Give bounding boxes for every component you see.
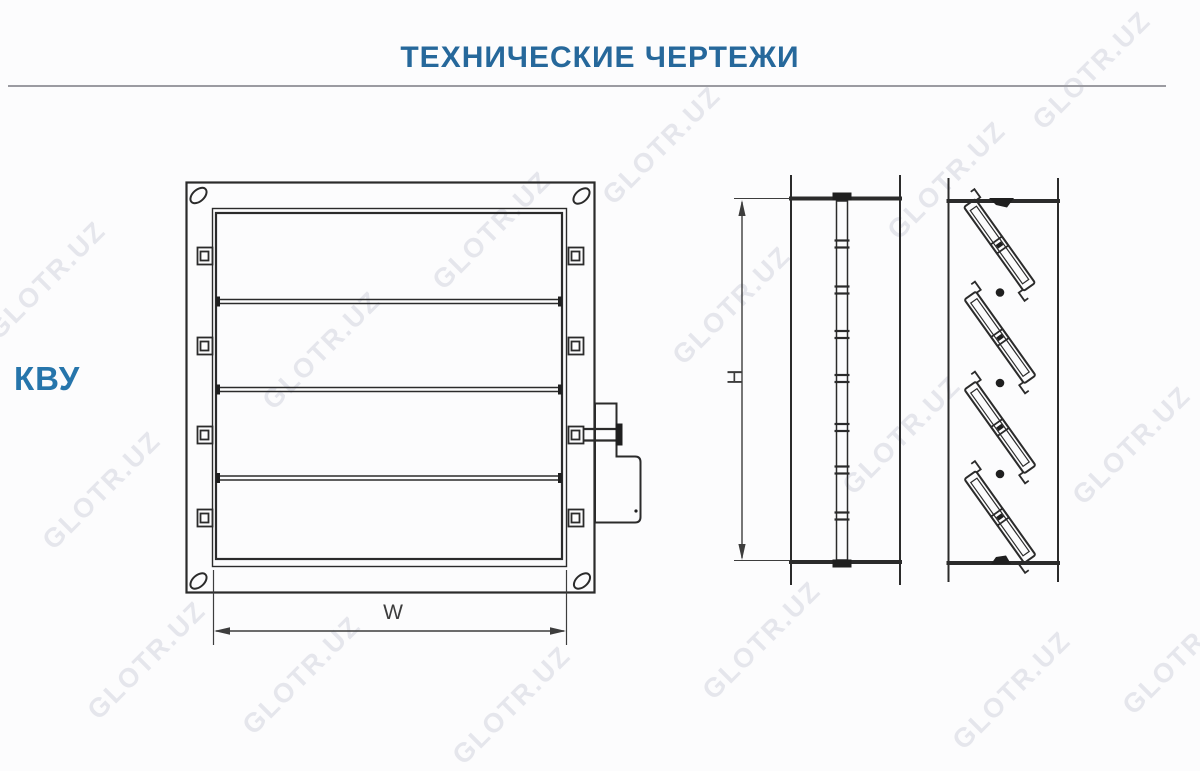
top-blade-stop	[989, 198, 1014, 208]
blade-hinge-marks	[834, 239, 850, 521]
pivot-dot	[995, 378, 1005, 388]
page-title: ТЕХНИЧЕСКИЕ ЧЕРТЕЖИ	[400, 41, 800, 74]
front-view-drawing	[185, 181, 642, 645]
open-louver-blade	[964, 459, 1036, 575]
shaft-cap	[615, 423, 623, 446]
height-dimension	[734, 198, 790, 561]
bottom-blade-stop	[991, 555, 1011, 564]
width-dimension	[212, 570, 568, 645]
front-blade-panel	[214, 211, 564, 561]
product-code-label: КВУ	[14, 360, 81, 397]
open-louver-blade	[964, 370, 1036, 485]
side-view-open-drawing	[946, 178, 1060, 582]
closed-blade-stack	[835, 200, 849, 561]
bottom-pivot-boss	[832, 559, 852, 568]
actuator-bracket	[567, 402, 642, 524]
open-louver-blade	[964, 280, 1036, 395]
height-dimension-label: H	[724, 369, 747, 385]
pivot-dot	[995, 288, 1005, 297]
mounting-hole-icons	[189, 186, 592, 590]
header-divider	[8, 85, 1166, 87]
open-louver-blade	[963, 187, 1036, 303]
front-outer-frame	[185, 181, 596, 594]
front-inner-opening	[211, 207, 568, 568]
pivot-dot	[995, 469, 1005, 479]
top-pivot-boss	[832, 192, 852, 201]
blade-pivot-clips	[196, 246, 585, 528]
side-view-closed-drawing	[734, 175, 902, 585]
width-dimension-label: W	[383, 601, 403, 624]
front-blade-dividers	[216, 296, 562, 483]
